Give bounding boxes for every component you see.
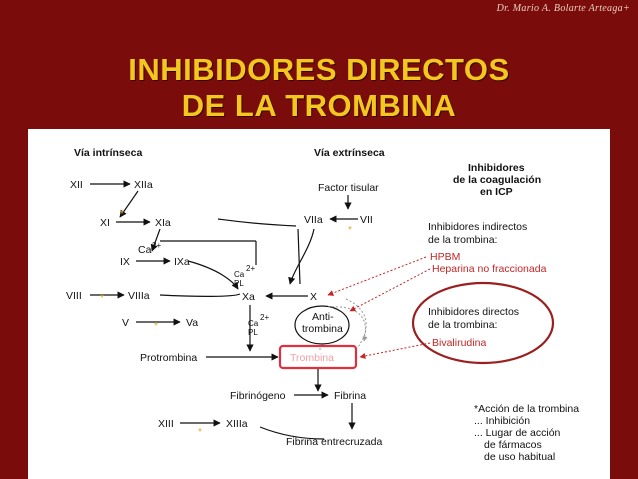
legend-line-2: ... Inhibición [474,415,530,427]
thrombin-action-star-3: * [154,321,158,332]
factor-xiiia: XIIIa [226,418,248,430]
factor-x: X [310,291,317,303]
title-line-2: DE LA TROMBINA [181,88,457,123]
factor-tisular: Factor tisular [318,182,379,194]
legend-line-4: de fármacos [484,439,542,451]
legend-line-3: ... Lugar de acción [474,427,561,439]
arrow-viiia-to-xa [159,293,241,297]
direct-inhibitors-line-2: de la trombina: [428,319,497,331]
factor-ix: IX [120,256,130,268]
line-xia-ixa [160,240,257,265]
factor-vii: VII [360,214,373,226]
direct-inhibitors-ellipse [411,281,555,365]
antitrombina-line-1: Anti- [312,311,334,323]
line-xia-viia [217,218,297,227]
factor-viiia: VIIIa [128,290,150,302]
drug-hpbm: HPBM [430,251,460,263]
factor-xia: XIa [155,217,171,229]
trombina: Trombina [290,352,334,364]
cofactor-ca-3-sup: 2+ [260,313,269,322]
inhibition-dotted-2 [345,298,367,348]
factor-xiii: XIII [158,418,174,430]
direct-inhibitors-line-1: Inhibidores directos [428,306,519,318]
title-line-1: INHIBIDORES DIRECTOS [128,52,510,87]
factor-xi: XI [100,217,110,229]
inhibitors-header-1: Inhibidores [468,162,525,174]
inhibition-dotted-at-xa [327,306,368,342]
via-intrinseca-label: Vía intrínseca [74,147,142,159]
factor-xa: Xa [242,291,255,303]
factor-ixa: IXa [174,256,190,268]
factor-xiia: XIIa [134,179,153,191]
author-credit: Dr. Mario A. Bolarte Arteaga+ [496,3,630,14]
indirect-inhibitors-line-2: de la trombina: [428,234,497,246]
coagulation-diagram: Vía intrínseca Vía extrínseca Inhibidore… [66,147,579,463]
coagulation-diagram-panel: Vía intrínseca Vía extrínseca Inhibidore… [28,129,610,479]
fibrinogeno: Fibrinógeno [230,390,286,402]
drug-bivalirudina: Bivalirudina [432,337,486,349]
cofactor-ca-2: Ca [234,270,245,279]
cofactor-ca-2-sup: 2+ [246,264,255,273]
inhibitors-header-2: de la coagulación [453,174,541,186]
factor-viia: VIIa [304,214,323,226]
hpbm-target-arrow [327,256,427,296]
factor-xii: XII [70,179,83,191]
legend-line-1: *Acción de la trombina [474,403,579,415]
factor-viii: VIII [66,290,82,302]
thrombin-action-star-4: * [348,225,352,236]
inhibitors-header-3: en ICP [480,186,513,198]
cofactor-ca-1-sup: 2+ [152,241,161,250]
thrombin-action-star-2: * [100,293,104,304]
fibrina: Fibrina [334,390,366,402]
arrow-ixa-to-xa [187,260,239,290]
cofactor-pl-1: PL [234,279,244,288]
bivalirudina-target-arrow [359,342,431,359]
line-viia-down [297,228,301,285]
factor-va: Va [186,317,198,329]
arrow-xia-activation [150,228,161,252]
thrombin-action-star-1: * [120,209,124,220]
cofactor-ca-3: Ca [248,319,259,328]
protrombina: Protrombina [140,352,197,364]
factor-v: V [122,317,129,329]
heparina-target-arrow [349,268,431,312]
arrow-xiia-activation [119,190,139,218]
antitrombina-ellipse [294,305,350,345]
indirect-inhibitors-line-1: Inhibidores indirectos [428,221,527,233]
via-extrinseca-label: Vía extrínseca [314,147,385,159]
thrombin-action-star-5: * [198,427,202,438]
legend-line-5: de uso habitual [484,451,555,463]
cofactor-pl-2: PL [248,328,258,337]
fibrina-entrecruzada: Fibrina entrecruzada [286,436,382,448]
slide-title: INHIBIDORES DIRECTOS DE LA TROMBINA [0,52,638,124]
cofactor-ca-1: Ca [138,244,152,256]
line-xiiia-to-crosslinked [259,426,325,440]
arrow-viia-to-xa [288,228,315,285]
antitrombina-line-2: trombina [302,323,343,335]
drug-heparina: Heparina no fraccionada [432,263,547,275]
trombina-box [278,344,358,370]
